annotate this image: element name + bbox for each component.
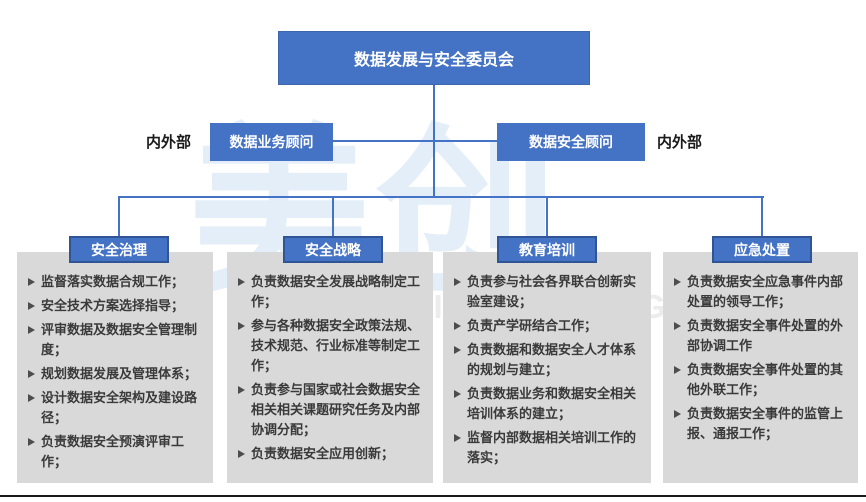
list-item: 负责参与社会各界联合创新实验室建设； [452, 272, 642, 312]
list-item: 安全技术方案选择指导； [26, 296, 204, 316]
committee-box: 数据发展与安全委员会 [278, 31, 590, 85]
internal-external-label-right: 内外部 [657, 134, 703, 151]
list-item: 设计数据安全架构及建设路径； [26, 388, 204, 428]
column-header-emergency-response: 应急处置 [712, 236, 812, 263]
duty-text: 设计数据安全架构及建设路径； [41, 390, 198, 425]
duty-text: 规划数据发展及管理体系； [41, 366, 198, 381]
arrow-bullet-icon [28, 438, 35, 446]
panel-emergency-response: 负责数据安全应急事件内部处置的领导工作； 负责数据安全事件处置的外部协调工作 负… [663, 252, 858, 483]
duty-text: 负责数据安全事件处置的其他外联工作； [687, 362, 844, 397]
duty-text: 负责数据安全应用创新； [251, 446, 395, 461]
arrow-bullet-icon [674, 410, 681, 418]
list-item: 负责数据安全事件处置的其他外联工作； [672, 360, 849, 400]
duty-text: 负责数据安全应急事件内部处置的领导工作； [687, 274, 844, 309]
connector-drop-governance [118, 196, 120, 237]
list-item: 负责参与国家或社会数据安全相关相关课题研究任务及内部协调分配； [236, 380, 424, 440]
arrow-bullet-icon [674, 278, 681, 286]
duty-text: 监督落实数据合规工作； [41, 274, 185, 289]
list-item: 负责数据安全事件处置的外部协调工作 [672, 316, 849, 356]
list-item: 参与各种数据安全政策法规、技术规范、行业标准等制定工作； [236, 316, 424, 376]
connector-drop-strategy [332, 196, 334, 237]
duty-text: 监督内部数据相关培训工作的落实； [467, 430, 637, 465]
list-item: 评审数据及数据安全管理制度； [26, 320, 204, 360]
arrow-bullet-icon [28, 326, 35, 334]
duty-text: 负责数据和数据安全人才体系的规划与建立； [467, 342, 637, 377]
duty-text: 负责数据业务和数据安全相关培训体系的建立； [467, 386, 637, 421]
column-header-education-training: 教育培训 [497, 236, 597, 263]
duty-text: 负责数据安全发展战略制定工作； [251, 274, 421, 309]
list-item: 监督落实数据合规工作； [26, 272, 204, 292]
panel-security-governance: 监督落实数据合规工作； 安全技术方案选择指导； 评审数据及数据安全管理制度； 规… [17, 252, 213, 483]
duty-text: 评审数据及数据安全管理制度； [41, 322, 198, 357]
arrow-bullet-icon [28, 370, 35, 378]
column-header-security-governance: 安全治理 [69, 236, 169, 263]
arrow-bullet-icon [674, 366, 681, 374]
list-item: 负责数据安全事件的监管上报、通报工作； [672, 404, 849, 444]
business-advisor-box: 数据业务顾问 [210, 123, 333, 161]
bottom-divider [0, 495, 866, 497]
arrow-bullet-icon [28, 394, 35, 402]
duty-text: 参与各种数据安全政策法规、技术规范、行业标准等制定工作； [251, 318, 421, 373]
arrow-bullet-icon [454, 346, 461, 354]
internal-external-label-left: 内外部 [146, 134, 192, 151]
duty-text: 负责数据安全事件的监管上报、通报工作； [687, 406, 844, 441]
duty-text: 负责参与社会各界联合创新实验室建设； [467, 274, 637, 309]
list-item: 负责数据业务和数据安全相关培训体系的建立； [452, 384, 642, 424]
connector-drop-training [546, 196, 548, 237]
arrow-bullet-icon [238, 386, 245, 394]
column-header-security-strategy: 安全战略 [283, 236, 383, 263]
arrow-bullet-icon [454, 434, 461, 442]
list-item: 监督内部数据相关培训工作的落实； [452, 428, 642, 468]
list-item: 负责数据安全预演评审工作； [26, 432, 204, 472]
duty-text: 负责数据安全预演评审工作； [41, 434, 185, 469]
panel-security-strategy: 负责数据安全发展战略制定工作； 参与各种数据安全政策法规、技术规范、行业标准等制… [227, 252, 433, 483]
arrow-bullet-icon [28, 302, 35, 310]
list-item: 负责产学研结合工作； [452, 316, 642, 336]
list-item: 规划数据发展及管理体系； [26, 364, 204, 384]
list-item: 负责数据安全发展战略制定工作； [236, 272, 424, 312]
duty-text: 负责参与国家或社会数据安全相关相关课题研究任务及内部协调分配； [251, 382, 421, 437]
list-item: 负责数据安全应用创新； [236, 444, 424, 464]
arrow-bullet-icon [238, 450, 245, 458]
connector-drop-emergency [761, 196, 763, 237]
security-advisor-box: 数据安全顾问 [497, 123, 645, 161]
duty-text: 负责数据安全事件处置的外部协调工作 [687, 318, 844, 353]
connector-line-advisor [333, 140, 498, 142]
arrow-bullet-icon [454, 278, 461, 286]
connector-line-main [118, 196, 764, 198]
arrow-bullet-icon [454, 390, 461, 398]
arrow-bullet-icon [238, 278, 245, 286]
duty-text: 负责产学研结合工作； [467, 318, 598, 333]
arrow-bullet-icon [28, 278, 35, 286]
arrow-bullet-icon [454, 322, 461, 330]
list-item: 负责数据安全应急事件内部处置的领导工作； [672, 272, 849, 312]
arrow-bullet-icon [674, 322, 681, 330]
duty-text: 安全技术方案选择指导； [41, 298, 185, 313]
list-item: 负责数据和数据安全人才体系的规划与建立； [452, 340, 642, 380]
arrow-bullet-icon [238, 322, 245, 330]
panel-education-training: 负责参与社会各界联合创新实验室建设； 负责产学研结合工作； 负责数据和数据安全人… [443, 252, 651, 483]
